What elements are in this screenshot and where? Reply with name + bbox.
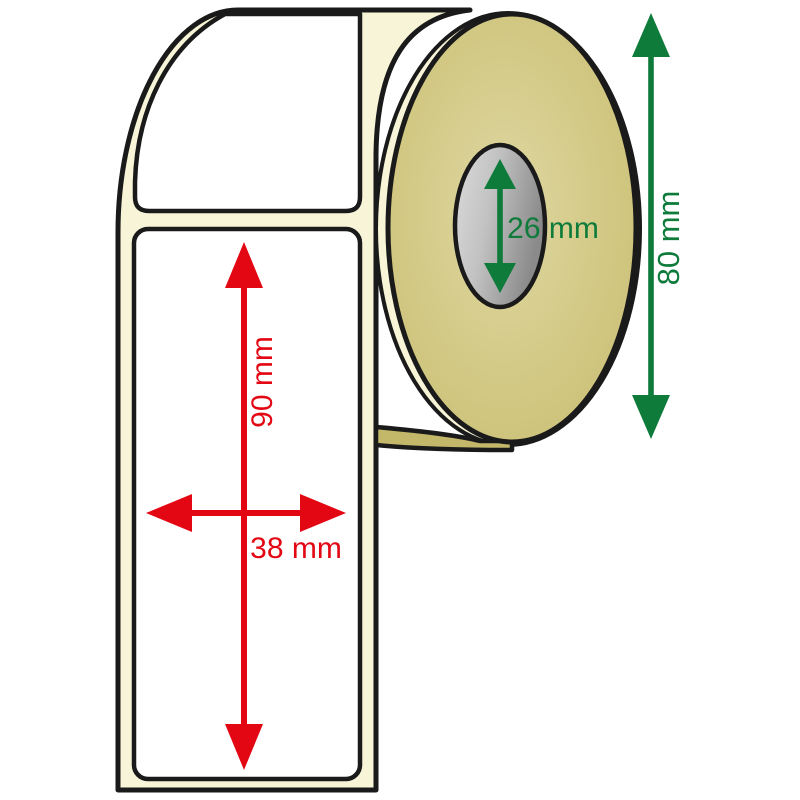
roll-diameter-arrow: [632, 13, 670, 439]
label-width-arrow: [146, 494, 346, 532]
roll-side-band: [373, 424, 515, 453]
core-diameter-label: 26 mm: [507, 212, 599, 245]
label-height-label: 90 mm: [246, 336, 279, 428]
label-height-arrow: [225, 242, 263, 770]
top-label: [132, 11, 363, 214]
roll-diameter-label: 80 mm: [651, 191, 686, 286]
label-width-label: 38 mm: [250, 532, 342, 565]
core-diameter-arrow: [484, 159, 516, 293]
